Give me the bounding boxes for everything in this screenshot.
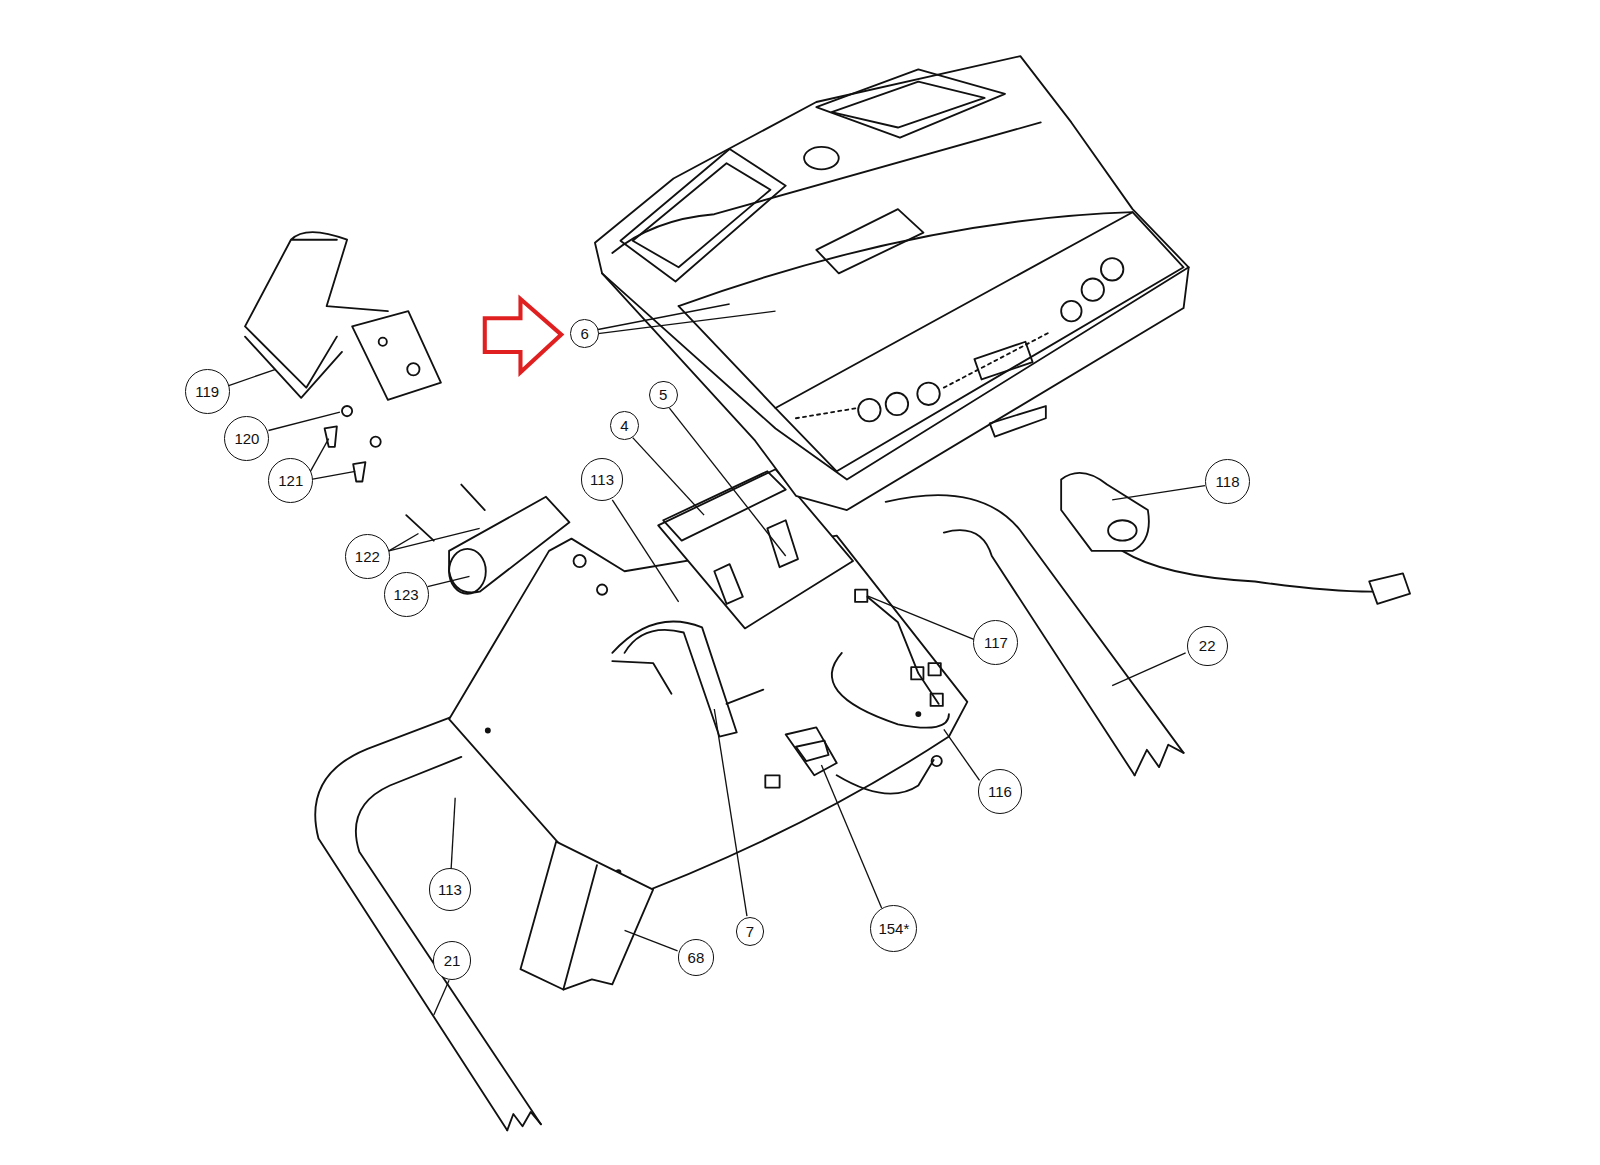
- callout-number: 123: [384, 572, 429, 617]
- callout-text: 119: [195, 384, 219, 399]
- callout-text: 122: [355, 549, 380, 564]
- callout-number: 113: [429, 868, 472, 911]
- callout-number: 22: [1187, 626, 1228, 667]
- tube-end: [1135, 745, 1184, 776]
- callout-number: 5: [649, 381, 678, 410]
- wire: [832, 653, 949, 728]
- callout-number: 120: [224, 416, 269, 461]
- callout-number: 121: [268, 458, 313, 503]
- callout-text: 6: [581, 326, 589, 341]
- wire: [867, 597, 938, 704]
- safety-key: [1061, 473, 1149, 551]
- callout-text: 116: [988, 784, 1012, 799]
- callout-text: 22: [1199, 638, 1216, 653]
- callout-text: 120: [234, 431, 259, 446]
- bracket-box: [520, 842, 653, 990]
- callout-text: 21: [444, 953, 461, 968]
- callout-text: 117: [984, 635, 1008, 650]
- console-body: [595, 56, 1189, 510]
- callout-number: 122: [345, 534, 390, 579]
- mounting-plate: [449, 536, 967, 904]
- callout-number: 4: [610, 411, 639, 440]
- handlebar-tube: [944, 530, 1135, 775]
- callout-number: 154*: [870, 905, 917, 952]
- callout-text: 113: [590, 472, 614, 487]
- cup-holder: [816, 69, 1005, 137]
- callout-text: 68: [688, 950, 705, 965]
- callout-text: 5: [659, 387, 667, 402]
- clamp: [449, 497, 569, 593]
- callout-text: 121: [278, 473, 303, 488]
- pointer-arrow: [485, 299, 562, 372]
- callout-number: 118: [1205, 459, 1250, 504]
- callout-number: 116: [978, 769, 1023, 814]
- callout-number: 6: [570, 319, 599, 348]
- switch: [786, 727, 837, 775]
- callout-number: 117: [973, 620, 1018, 665]
- callout-number: 7: [736, 917, 765, 946]
- callout-text: 4: [620, 418, 628, 433]
- leader-lines: [229, 304, 1205, 1015]
- cup-holder: [620, 149, 785, 282]
- callout-text: 118: [1216, 474, 1240, 489]
- tube-end: [507, 1112, 541, 1130]
- strap: [612, 622, 736, 737]
- display-window: [816, 209, 923, 273]
- handlebar-tube: [315, 717, 507, 1130]
- handlebar-tube: [356, 757, 541, 1124]
- callout-text: 7: [746, 924, 754, 939]
- callout-number: 68: [678, 939, 715, 976]
- callout-text: 154*: [878, 921, 909, 936]
- callout-text: 123: [394, 587, 419, 602]
- callout-number: 21: [433, 941, 472, 980]
- callout-number: 113: [581, 458, 624, 501]
- callout-number: 119: [185, 369, 230, 414]
- callout-text: 113: [438, 882, 462, 897]
